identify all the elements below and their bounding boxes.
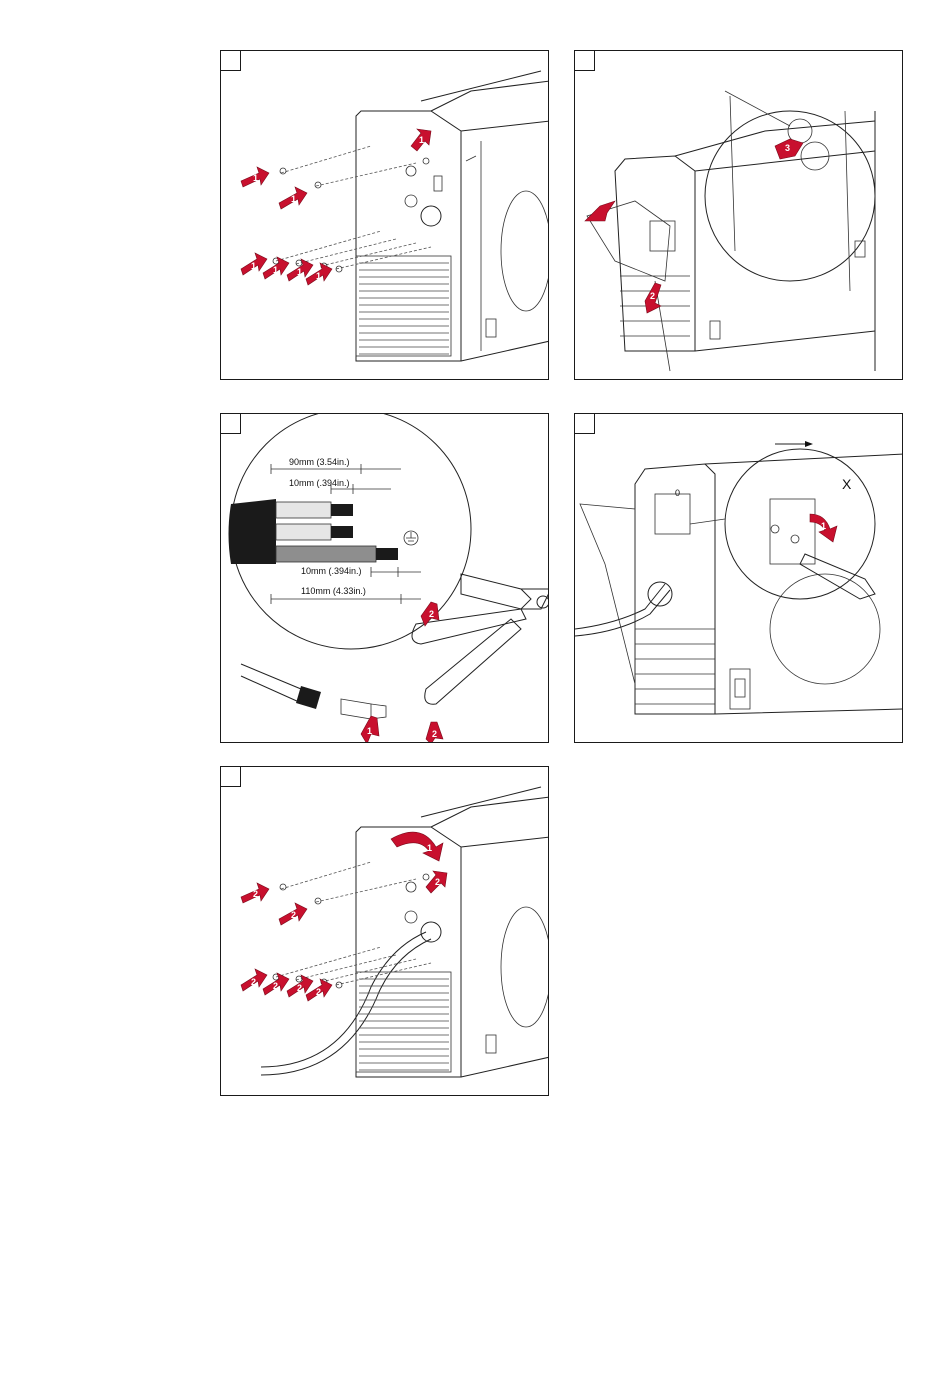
dimension-label: 90mm (3.54in.): [289, 457, 350, 467]
step-3-panel: 90mm (3.54in.) 10mm (.394in.) 10mm (.394…: [220, 413, 549, 743]
ventilation-grille: [356, 256, 451, 356]
arrow-number: 1: [620, 219, 625, 229]
arrow-number: 1: [427, 843, 432, 853]
arrow-number: 1: [291, 194, 296, 204]
arrow-number: 3: [785, 143, 790, 153]
step-2-illustration: 1 2 3: [575, 51, 903, 380]
arrow-number: 2: [429, 609, 434, 619]
step-4-illustration: 0 X 1: [575, 414, 903, 743]
arrow-number: 2: [297, 983, 302, 993]
arrow-number: 2: [291, 910, 296, 920]
step-5-illustration: 1 2 2 2 2 2 2 2: [221, 767, 549, 1096]
red-arrow-icons: [241, 129, 431, 285]
arrow-number: 1: [251, 261, 256, 271]
step-1-panel: 1 1 1 1 1 1 1: [220, 50, 549, 380]
marker-x: X: [842, 476, 852, 492]
power-cable: [575, 584, 665, 629]
power-cable: [261, 932, 426, 1067]
arrow-number: 2: [432, 729, 437, 739]
arrow-number: 2: [316, 987, 321, 997]
step-3-illustration: 90mm (3.54in.) 10mm (.394in.) 10mm (.394…: [221, 414, 549, 743]
arrow-number: 1: [297, 267, 302, 277]
dimension-label: 10mm (.394in.): [301, 566, 362, 576]
step-2-panel: 1 2 3: [574, 50, 903, 380]
wire: [241, 664, 301, 702]
screwdriver: [800, 554, 875, 599]
detail-magnifier: [705, 111, 875, 281]
detail-magnifier: [725, 449, 875, 599]
switch-label: 0: [675, 488, 680, 498]
arrow-number: 1: [367, 726, 372, 736]
arrow-number: 1: [419, 135, 424, 145]
arrow-number: 2: [650, 291, 655, 301]
arrow-number: 2: [251, 977, 256, 987]
step-1-illustration: 1 1 1 1 1 1 1: [221, 51, 549, 380]
arrow-number: 2: [435, 877, 440, 887]
step-5-panel: 1 2 2 2 2 2 2 2: [220, 766, 549, 1096]
arrow-number: 1: [316, 271, 321, 281]
crimping-pliers: [412, 574, 549, 704]
arrow-number: 2: [253, 889, 258, 899]
step-4-panel: 0 X 1: [574, 413, 903, 743]
dimension-label: 10mm (.394in.): [289, 478, 350, 488]
arrow-number: 1: [273, 265, 278, 275]
dimension-label: 110mm (4.33in.): [301, 586, 366, 596]
arrow-number: 1: [821, 521, 826, 531]
arrow-number: 1: [253, 173, 258, 183]
arrow-number: 2: [273, 981, 278, 991]
